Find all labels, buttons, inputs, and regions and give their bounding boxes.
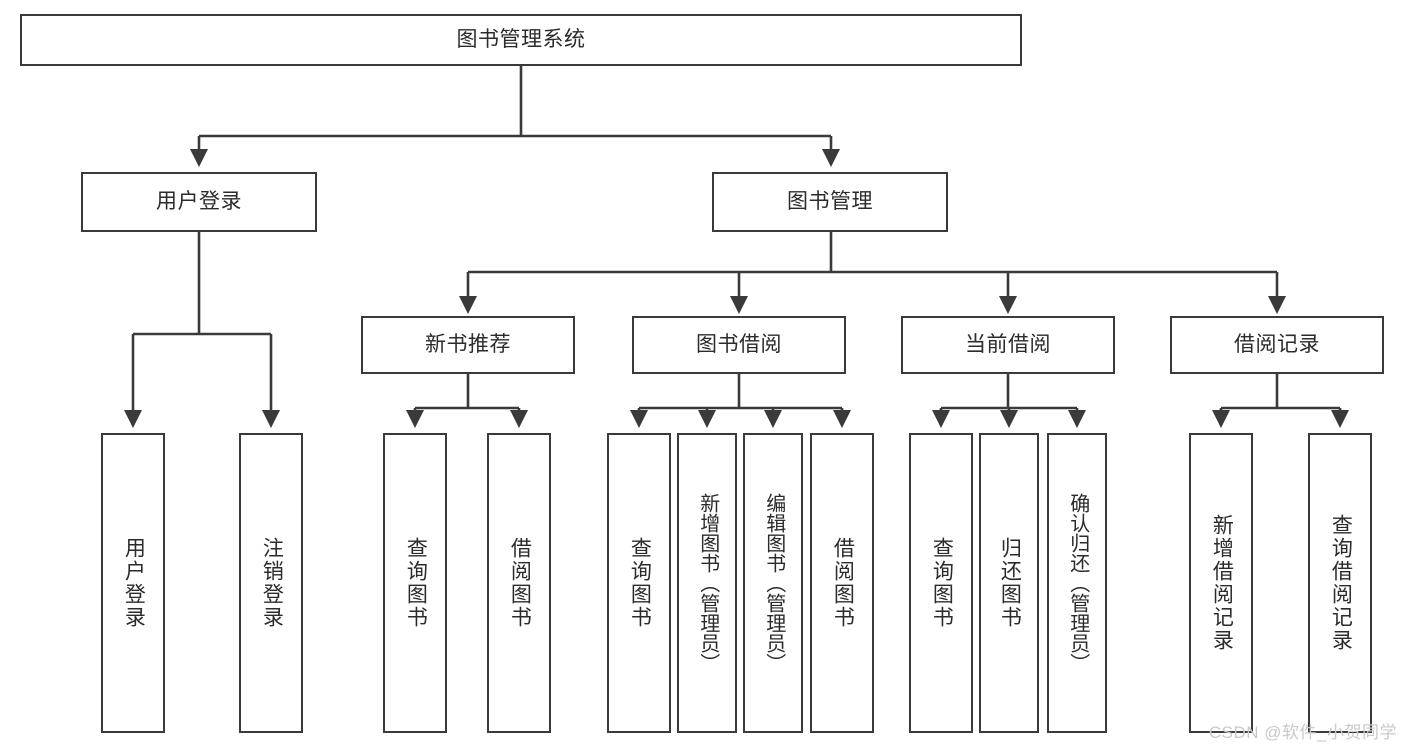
leaf-user-login-login[interactable]: 用户登录 (101, 433, 165, 733)
node-label: 图书管理 (787, 189, 873, 213)
leaf-user-login-logout[interactable]: 注销登录 (239, 433, 303, 733)
leaf-new-book-borrow-book[interactable]: 借阅图书 (487, 433, 551, 733)
node-label: 借阅记录 (1234, 332, 1320, 356)
leaf-new-book-query-book[interactable]: 查询图书 (383, 433, 447, 733)
node-label: 当前借阅 (965, 332, 1051, 356)
node-label: 编辑图书（管理员） (762, 493, 785, 673)
leaf-current-borrow-confirm-return-admin[interactable]: 确认归还（管理员） (1047, 433, 1107, 733)
node-label: 借阅图书 (831, 537, 855, 629)
leaf-book-borrow-add-book-admin[interactable]: 新增图书（管理员） (677, 433, 737, 733)
node-label: 图书借阅 (696, 332, 782, 356)
node-label: 图书管理系统 (456, 27, 586, 51)
node-new-book-recommend[interactable]: 新书推荐 (361, 316, 575, 374)
leaf-book-borrow-edit-book-admin[interactable]: 编辑图书（管理员） (743, 433, 803, 733)
leaf-current-borrow-query-book[interactable]: 查询图书 (909, 433, 973, 733)
leaf-borrow-record-add-record[interactable]: 新增借阅记录 (1189, 433, 1253, 733)
node-user-login[interactable]: 用户登录 (81, 172, 317, 232)
node-label: 查询图书 (628, 537, 652, 629)
node-label: 注销登录 (260, 537, 284, 629)
node-root-book-management-system[interactable]: 图书管理系统 (20, 14, 1022, 66)
node-borrow-record[interactable]: 借阅记录 (1170, 316, 1384, 374)
leaf-borrow-record-query-record[interactable]: 查询借阅记录 (1308, 433, 1372, 733)
leaf-book-borrow-borrow-book[interactable]: 借阅图书 (810, 433, 874, 733)
node-book-management[interactable]: 图书管理 (712, 172, 948, 232)
node-label: 查询借阅记录 (1329, 514, 1353, 652)
node-label: 查询图书 (930, 537, 954, 629)
leaf-current-borrow-return-book[interactable]: 归还图书 (979, 433, 1039, 733)
leaf-book-borrow-query-book[interactable]: 查询图书 (607, 433, 671, 733)
node-label: 确认归还（管理员） (1066, 493, 1089, 673)
node-label: 用户登录 (122, 537, 146, 629)
node-book-borrow[interactable]: 图书借阅 (632, 316, 846, 374)
node-label: 新增图书（管理员） (696, 493, 719, 673)
node-label: 新增借阅记录 (1210, 514, 1234, 652)
node-current-borrow[interactable]: 当前借阅 (901, 316, 1115, 374)
node-label: 借阅图书 (508, 537, 532, 629)
node-label: 查询图书 (404, 537, 428, 629)
node-label: 用户登录 (156, 189, 242, 213)
node-label: 新书推荐 (425, 332, 511, 356)
node-label: 归还图书 (998, 537, 1022, 629)
